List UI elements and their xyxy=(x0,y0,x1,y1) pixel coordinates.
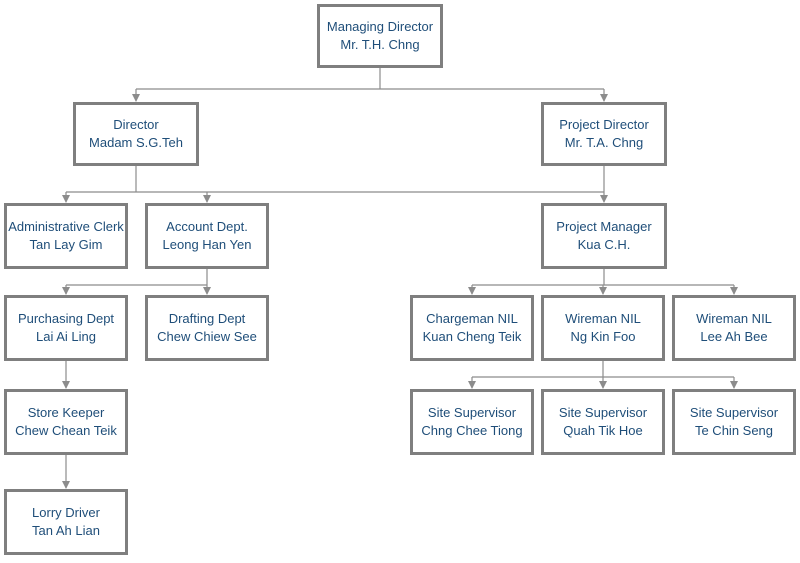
role-label: Site Supervisor xyxy=(558,405,648,420)
managing-director-box: Managing Director Mr. T.H. Chng xyxy=(317,4,443,68)
wireman-box-1: Wireman NIL Ng Kin Foo xyxy=(541,295,665,361)
person-name: Chng Chee Tiong xyxy=(421,423,523,438)
person-name: Quah Tik Hoe xyxy=(563,423,643,438)
person-name: Lee Ah Bee xyxy=(700,329,768,344)
role-label: Site Supervisor xyxy=(689,405,779,420)
role-label: Site Supervisor xyxy=(427,405,517,420)
person-name: Chew Chean Teik xyxy=(15,423,117,438)
person-name: Kuan Cheng Teik xyxy=(422,329,522,344)
person-name: Kua C.H. xyxy=(577,237,631,252)
role-label: Project Manager xyxy=(556,219,652,234)
site-supervisor-box-3: Site Supervisor Te Chin Seng xyxy=(672,389,796,455)
role-label: Managing Director xyxy=(326,19,434,34)
site-supervisor-box-1: Site Supervisor Chng Chee Tiong xyxy=(410,389,534,455)
person-name: Tan Lay Gim xyxy=(29,237,103,252)
person-name: Ng Kin Foo xyxy=(570,329,636,344)
site-supervisor-box-2: Site Supervisor Quah Tik Hoe xyxy=(541,389,665,455)
person-name: Leong Han Yen xyxy=(162,237,252,252)
role-label: Drafting Dept xyxy=(168,311,246,326)
person-name: Tan Ah Lian xyxy=(32,523,100,538)
drafting-dept-box: Drafting Dept Chew Chiew See xyxy=(145,295,269,361)
chargeman-box: Chargeman NIL Kuan Cheng Teik xyxy=(410,295,534,361)
project-manager-box: Project Manager Kua C.H. xyxy=(541,203,667,269)
role-label: Wireman NIL xyxy=(696,311,772,326)
person-name: Lai Ai Ling xyxy=(36,329,96,344)
role-label: Administrative Clerk xyxy=(8,219,124,234)
person-name: Mr. T.A. Chng xyxy=(564,135,644,150)
account-dept-box: Account Dept. Leong Han Yen xyxy=(145,203,269,269)
role-label: Wireman NIL xyxy=(565,311,641,326)
role-label: Director xyxy=(113,117,159,132)
project-director-box: Project Director Mr. T.A. Chng xyxy=(541,102,667,166)
role-label: Purchasing Dept xyxy=(17,311,115,326)
person-name: Te Chin Seng xyxy=(694,423,774,438)
role-label: Project Director xyxy=(559,117,649,132)
wireman-box-2: Wireman NIL Lee Ah Bee xyxy=(672,295,796,361)
person-name: Madam S.G.Teh xyxy=(89,135,183,150)
director-box: Director Madam S.G.Teh xyxy=(73,102,199,166)
role-label: Account Dept. xyxy=(166,219,248,234)
role-label: Store Keeper xyxy=(27,405,105,420)
lorry-driver-box: Lorry Driver Tan Ah Lian xyxy=(4,489,128,555)
purchasing-dept-box: Purchasing Dept Lai Ai Ling xyxy=(4,295,128,361)
store-keeper-box: Store Keeper Chew Chean Teik xyxy=(4,389,128,455)
person-name: Chew Chiew See xyxy=(157,329,257,344)
role-label: Lorry Driver xyxy=(32,505,100,520)
administrative-clerk-box: Administrative Clerk Tan Lay Gim xyxy=(4,203,128,269)
role-label: Chargeman NIL xyxy=(426,311,518,326)
person-name: Mr. T.H. Chng xyxy=(340,37,420,52)
